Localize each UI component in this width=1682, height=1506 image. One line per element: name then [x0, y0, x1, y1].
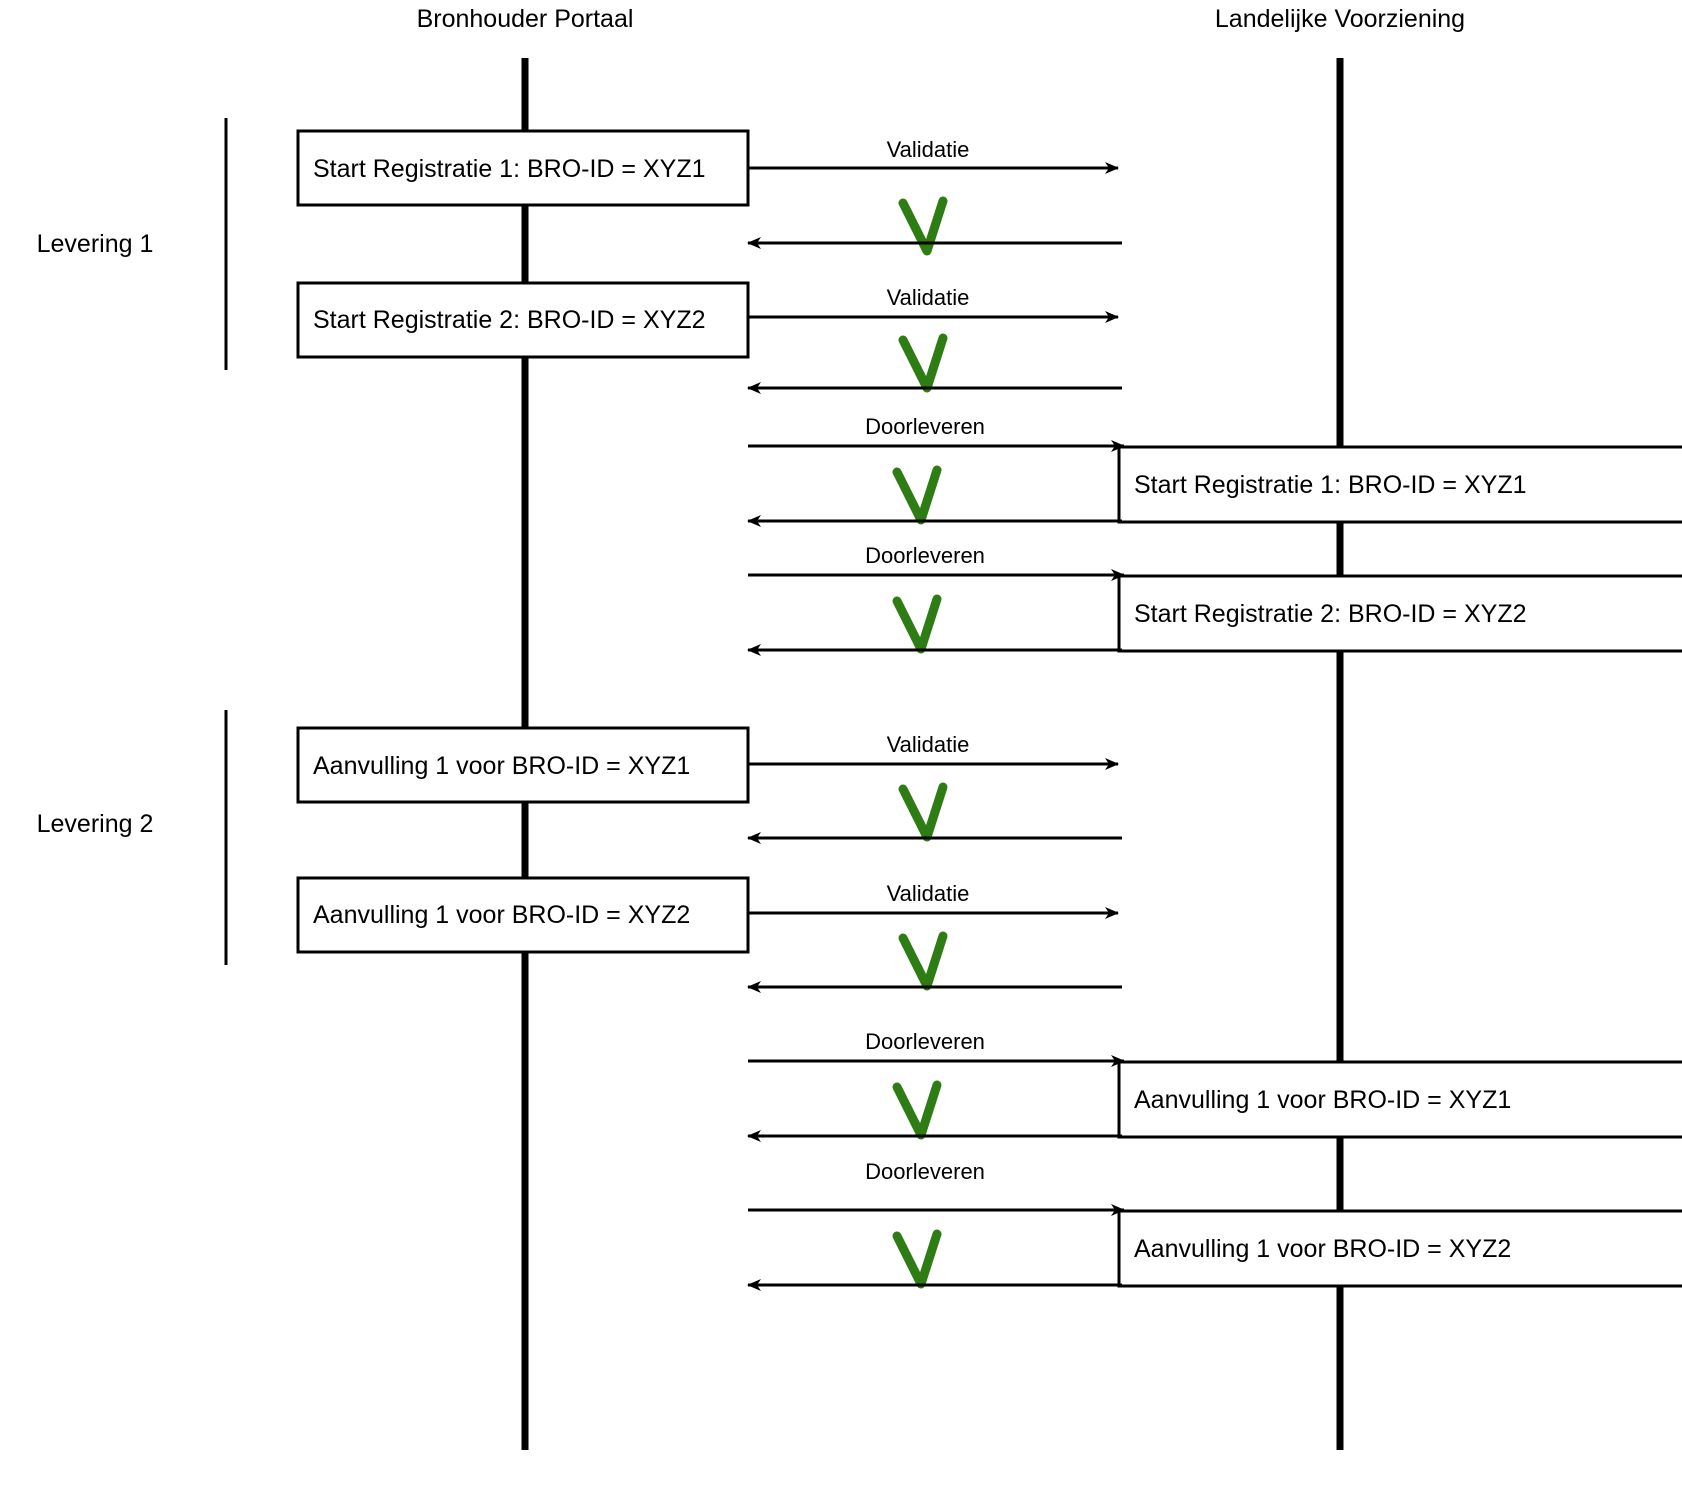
check-mark-icon [898, 931, 948, 991]
message-label-msg-11: Validatie [887, 881, 970, 906]
message-box-box-4[interactable] [1117, 574, 1682, 653]
message-box-label-box-7: Aanvulling 1 voor BRO-ID = XYZ1 [1134, 1086, 1511, 1114]
check-mark-icon [892, 594, 942, 654]
message-box-label-box-1: Start Registratie 1: BRO-ID = XYZ1 [313, 155, 706, 183]
check-mark-icon [892, 465, 942, 525]
message-box-box-5[interactable] [296, 726, 750, 804]
group-label-levering-1: Levering 1 [37, 230, 154, 258]
lifeline-header-landelijke: Landelijke Voorziening [1215, 5, 1465, 33]
message-label-msg-7: Doorleveren [865, 543, 985, 568]
message-box-box-8[interactable] [1117, 1209, 1682, 1288]
message-label-msg-5: Doorleveren [865, 414, 985, 439]
message-box-label-box-8: Aanvulling 1 voor BRO-ID = XYZ2 [1134, 1235, 1511, 1263]
message-label-msg-13: Doorleveren [865, 1029, 985, 1054]
group-label-levering-2: Levering 2 [37, 810, 154, 838]
check-mark-icon [892, 1229, 942, 1289]
message-label-msg-15: Doorleveren [865, 1159, 985, 1184]
message-box-label-box-5: Aanvulling 1 voor BRO-ID = XYZ1 [313, 752, 690, 780]
lifeline-header-bronhouder: Bronhouder Portaal [417, 5, 634, 33]
check-mark-icon [898, 333, 948, 393]
message-box-box-7[interactable] [1117, 1060, 1682, 1139]
message-box-label-box-6: Aanvulling 1 voor BRO-ID = XYZ2 [313, 901, 690, 929]
message-label-msg-1: Validatie [887, 137, 970, 162]
message-label-msg-9: Validatie [887, 732, 970, 757]
check-mark-icon [898, 196, 948, 256]
message-label-msg-3: Validatie [887, 285, 970, 310]
message-box-label-box-3: Start Registratie 1: BRO-ID = XYZ1 [1134, 471, 1527, 499]
message-box-box-6[interactable] [296, 876, 750, 954]
check-mark-icon [898, 782, 948, 842]
message-box-label-box-2: Start Registratie 2: BRO-ID = XYZ2 [313, 306, 706, 334]
message-box-box-3[interactable] [1117, 445, 1682, 524]
message-box-box-2[interactable] [296, 281, 750, 359]
message-box-label-box-4: Start Registratie 2: BRO-ID = XYZ2 [1134, 600, 1527, 628]
message-box-box-1[interactable] [296, 129, 750, 207]
check-mark-icon [892, 1080, 942, 1140]
